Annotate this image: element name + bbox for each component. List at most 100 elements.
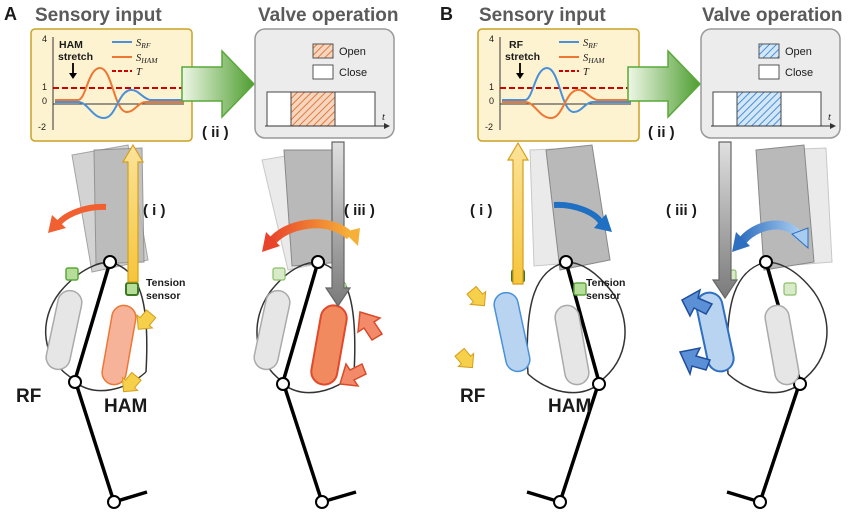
step-ii-arrow bbox=[181, 49, 256, 119]
y-tick-neg2: -2 bbox=[485, 122, 493, 132]
torque-arrow-right bbox=[791, 227, 809, 250]
time-label: t bbox=[828, 112, 832, 123]
ham-tension-sensor bbox=[125, 282, 139, 296]
sensor-label-2: sensor bbox=[586, 290, 620, 302]
panel-a: A Sensory input Valve operation 4 1 0 -2… bbox=[4, 4, 398, 509]
valve-operation-title: Valve operation bbox=[258, 5, 398, 26]
stretch-arrow-up bbox=[466, 285, 487, 307]
graph-legend: S RF SHAM T bbox=[112, 38, 158, 78]
hip-rotation-arrow bbox=[48, 215, 66, 233]
valve-open-interval bbox=[290, 91, 336, 127]
y-tick-0: 0 bbox=[42, 96, 47, 106]
close-swatch bbox=[758, 64, 780, 80]
torque-arrow-left bbox=[732, 232, 750, 252]
sensory-graph: 4 1 0 -2 RF stretch SRF SHAM T bbox=[477, 28, 640, 142]
y-tick-0: 0 bbox=[489, 96, 494, 106]
hip-joint bbox=[311, 255, 325, 269]
svg-text:SHAM: SHAM bbox=[136, 53, 158, 65]
rf-muscle bbox=[253, 289, 291, 371]
y-tick-1: 1 bbox=[42, 82, 47, 92]
muscle-label-rf: RF bbox=[460, 386, 485, 407]
ham-muscle bbox=[764, 304, 800, 386]
sensory-input-title: Sensory input bbox=[479, 5, 606, 26]
legend-ham-sub: HAM bbox=[140, 56, 158, 65]
down-arrow-icon bbox=[69, 73, 77, 79]
rf-signal-curve bbox=[502, 66, 631, 114]
stretch-arrow-up bbox=[136, 309, 157, 330]
step-i-arrow bbox=[121, 143, 145, 283]
knee-joint bbox=[276, 377, 290, 391]
knee-joint bbox=[68, 375, 82, 389]
legend-ham-base: S bbox=[583, 53, 589, 64]
step-iii-label: ( iii ) bbox=[344, 202, 375, 219]
step-i-arrow bbox=[506, 141, 530, 285]
valve-operation-title: Valve operation bbox=[702, 5, 842, 26]
leg-left bbox=[493, 144, 626, 509]
step-i-label: ( i ) bbox=[470, 202, 493, 219]
time-label: t bbox=[382, 112, 386, 123]
hip-joint bbox=[559, 255, 573, 269]
panel-b: B Sensory input Valve operation 4 1 0 -2… bbox=[440, 4, 842, 509]
rf-tension-sensor bbox=[272, 267, 286, 281]
close-swatch bbox=[312, 64, 334, 80]
legend-threshold: T bbox=[583, 67, 590, 78]
valve-box: Open Close t bbox=[700, 28, 841, 139]
legend-rf-sub: RF bbox=[140, 41, 151, 50]
valve-close-label: Close bbox=[339, 67, 367, 79]
muscle-label-ham: HAM bbox=[104, 396, 147, 417]
legend-ham-base: S bbox=[136, 53, 142, 64]
y-tick-4: 4 bbox=[42, 34, 47, 44]
stretch-label-1: RF bbox=[509, 39, 524, 51]
ankle-joint bbox=[753, 495, 767, 509]
rf-signal-curve bbox=[55, 88, 184, 120]
contract-arrow-lower bbox=[339, 362, 367, 387]
stretch-label-2: stretch bbox=[58, 51, 93, 63]
thigh-block bbox=[755, 144, 815, 271]
contract-arrow-upper bbox=[681, 288, 714, 318]
step-ii-arrow bbox=[627, 49, 702, 119]
legend-threshold: T bbox=[136, 67, 143, 78]
step-iii-arrow bbox=[711, 141, 739, 300]
ankle-joint bbox=[315, 495, 329, 509]
hip-joint bbox=[103, 255, 117, 269]
rf-muscle bbox=[493, 291, 531, 373]
svg-text:SHAM: SHAM bbox=[583, 53, 605, 65]
valve-box: Open Close t bbox=[254, 28, 395, 139]
ham-muscle bbox=[101, 304, 137, 386]
valve-close-label: Close bbox=[785, 67, 813, 79]
rf-muscle bbox=[45, 289, 83, 371]
step-ii-label: ( ii ) bbox=[202, 124, 229, 141]
panel-letter: B bbox=[440, 4, 453, 24]
sensor-label-1: Tension bbox=[146, 277, 185, 289]
sensor-label-2: sensor bbox=[146, 290, 180, 302]
open-swatch bbox=[312, 43, 334, 59]
contract-arrow-lower bbox=[678, 346, 712, 377]
open-swatch bbox=[758, 43, 780, 59]
stretch-arrow-down bbox=[121, 371, 142, 393]
torque-arrow-right bbox=[344, 228, 360, 246]
stretch-arrow-down bbox=[454, 347, 475, 369]
stretch-label-2: stretch bbox=[505, 51, 540, 63]
ham-tension-sensor bbox=[783, 282, 797, 296]
legend-rf-base: S bbox=[583, 38, 589, 49]
y-tick-4: 4 bbox=[489, 34, 494, 44]
ham-muscle bbox=[554, 304, 590, 386]
contract-arrow-upper bbox=[357, 311, 384, 342]
leg-right bbox=[695, 144, 833, 509]
leg-right bbox=[253, 149, 357, 509]
ankle-joint bbox=[107, 495, 121, 509]
sensory-graph: 4 1 0 -2 HAM stretch SRF SHAM T bbox=[30, 28, 193, 142]
valve-open-label: Open bbox=[785, 46, 812, 58]
rf-tension-sensor bbox=[65, 267, 79, 281]
torque-arrow-left bbox=[262, 232, 280, 252]
sensory-input-title: Sensory input bbox=[35, 5, 162, 26]
sensor-label-1: Tension bbox=[586, 277, 625, 289]
hip-joint bbox=[759, 255, 773, 269]
muscle-label-ham: HAM bbox=[548, 396, 591, 417]
panel-letter: A bbox=[4, 4, 17, 24]
ham-signal-curve bbox=[502, 88, 631, 120]
step-iii-label: ( iii ) bbox=[666, 202, 697, 219]
stretch-label-1: HAM bbox=[59, 39, 83, 51]
valve-open-interval bbox=[736, 91, 782, 127]
